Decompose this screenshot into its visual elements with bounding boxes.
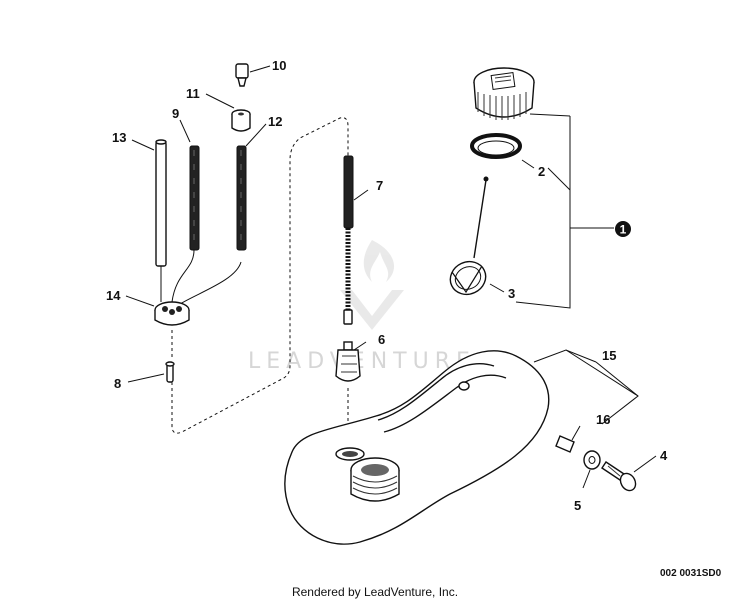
callout-8: 8 xyxy=(114,376,121,391)
part-6-fuel-filter xyxy=(335,341,361,382)
part-7-fuel-line xyxy=(343,155,354,325)
part-12-hose xyxy=(236,145,247,251)
callout-2: 2 xyxy=(538,164,545,179)
callout-15: 15 xyxy=(602,348,616,363)
part-10-fitting xyxy=(235,63,249,87)
callout-16: 16 xyxy=(596,412,610,427)
part-9-hose xyxy=(189,145,200,251)
callout-9: 9 xyxy=(172,106,179,121)
part-cap xyxy=(473,67,535,120)
part-14-grommet xyxy=(154,249,242,326)
part-16-bushing xyxy=(555,435,575,453)
footer-credit: Rendered by LeadVenture, Inc. xyxy=(291,585,459,599)
part-5-washer xyxy=(583,450,601,470)
callout-1: 1 xyxy=(620,223,627,237)
callout-4: 4 xyxy=(660,448,668,463)
routing-path xyxy=(171,117,349,434)
part-8-pin xyxy=(165,361,175,383)
callout-13: 13 xyxy=(112,130,126,145)
part-2-gasket xyxy=(470,133,522,159)
leader-lines xyxy=(125,65,657,489)
callout-1-badge xyxy=(615,221,631,237)
part-13-tube xyxy=(155,139,167,267)
callout-7: 7 xyxy=(376,178,383,193)
callout-14: 14 xyxy=(106,288,121,303)
callout-6: 6 xyxy=(378,332,385,347)
watermark-text: LEADVENTURE xyxy=(248,349,476,374)
part-4-bolt xyxy=(601,461,637,492)
callout-5: 5 xyxy=(574,498,581,513)
callout-3: 3 xyxy=(508,286,515,301)
watermark-logo xyxy=(340,240,404,330)
callout-12: 12 xyxy=(268,114,282,129)
callout-10: 10 xyxy=(272,58,286,73)
fuel-tank xyxy=(284,350,550,545)
part-3-strainer xyxy=(449,176,489,296)
callout-11: 11 xyxy=(186,86,200,101)
part-11-grommet xyxy=(231,109,251,132)
figure-code: 002 0031SD0 xyxy=(660,568,722,579)
